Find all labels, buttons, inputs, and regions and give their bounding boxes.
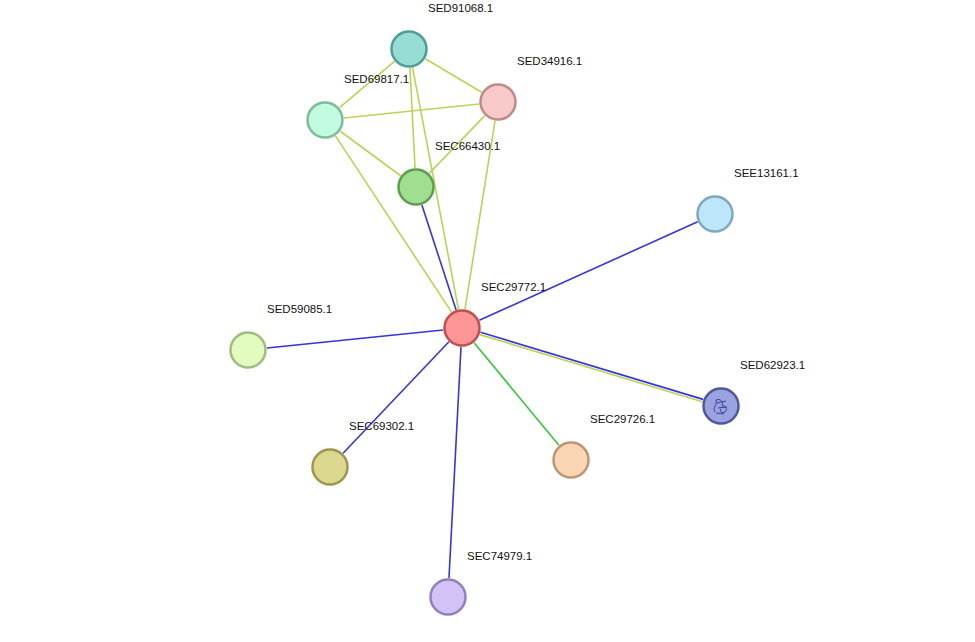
node-label: SEC29726.1 — [590, 413, 655, 425]
evidence-line — [479, 222, 697, 320]
node-circle — [702, 387, 740, 425]
protein-node: SED91068.1 — [390, 30, 428, 68]
node-circle — [311, 448, 349, 486]
evidence-line — [474, 343, 559, 446]
interaction-edge — [474, 343, 559, 446]
protein-node: SED59085.1 — [229, 331, 267, 369]
protein-node: SEC29772.1 — [443, 309, 481, 347]
node-label: SEC69302.1 — [349, 420, 414, 432]
node-circle — [696, 195, 734, 233]
interaction-edge — [422, 205, 456, 310]
protein-node: SED69817.1 — [306, 101, 344, 139]
node-circle — [229, 331, 267, 369]
evidence-line — [343, 342, 449, 453]
interaction-edge — [267, 330, 443, 348]
protein-node: SEC69302.1 — [311, 448, 349, 486]
node-circle — [390, 30, 428, 68]
node-circle — [443, 309, 481, 347]
interaction-edge — [449, 347, 461, 578]
node-circle — [552, 441, 590, 479]
node-circle — [397, 168, 435, 206]
evidence-line — [425, 59, 481, 93]
evidence-line — [422, 205, 456, 310]
protein-node: SED62923.1 — [702, 387, 740, 425]
node-label: SEC29772.1 — [481, 281, 546, 293]
evidence-line — [481, 332, 704, 399]
evidence-line — [267, 330, 443, 348]
interaction-edge — [340, 131, 400, 175]
interaction-edge — [479, 222, 697, 320]
evidence-line — [344, 104, 479, 118]
node-label: SEE13161.1 — [734, 167, 799, 179]
node-label: SED69817.1 — [344, 73, 409, 85]
evidence-line — [449, 347, 461, 578]
evidence-line — [410, 68, 415, 168]
protein-node: SEC74979.1 — [429, 578, 467, 616]
structure-icon — [714, 399, 727, 414]
interaction-edge — [335, 136, 451, 312]
protein-node: SEC29726.1 — [552, 441, 590, 479]
node-label: SED34916.1 — [517, 55, 582, 67]
protein-node: SEC66430.1 — [397, 168, 435, 206]
node-label: SED62923.1 — [740, 359, 805, 371]
interaction-edge — [410, 68, 415, 168]
evidence-line — [340, 131, 400, 175]
node-circle — [306, 101, 344, 139]
node-label: SEC66430.1 — [435, 140, 500, 152]
interaction-edge — [425, 59, 481, 93]
evidence-line — [480, 335, 703, 402]
evidence-line — [335, 136, 451, 312]
interaction-edge — [344, 104, 479, 118]
protein-node: SEE13161.1 — [696, 195, 734, 233]
node-label: SED59085.1 — [267, 303, 332, 315]
node-label: SEC74979.1 — [467, 550, 532, 562]
node-label: SED91068.1 — [428, 2, 493, 14]
interaction-edge — [343, 342, 449, 453]
protein-node: SED34916.1 — [479, 83, 517, 121]
node-circle — [479, 83, 517, 121]
node-circle — [429, 578, 467, 616]
